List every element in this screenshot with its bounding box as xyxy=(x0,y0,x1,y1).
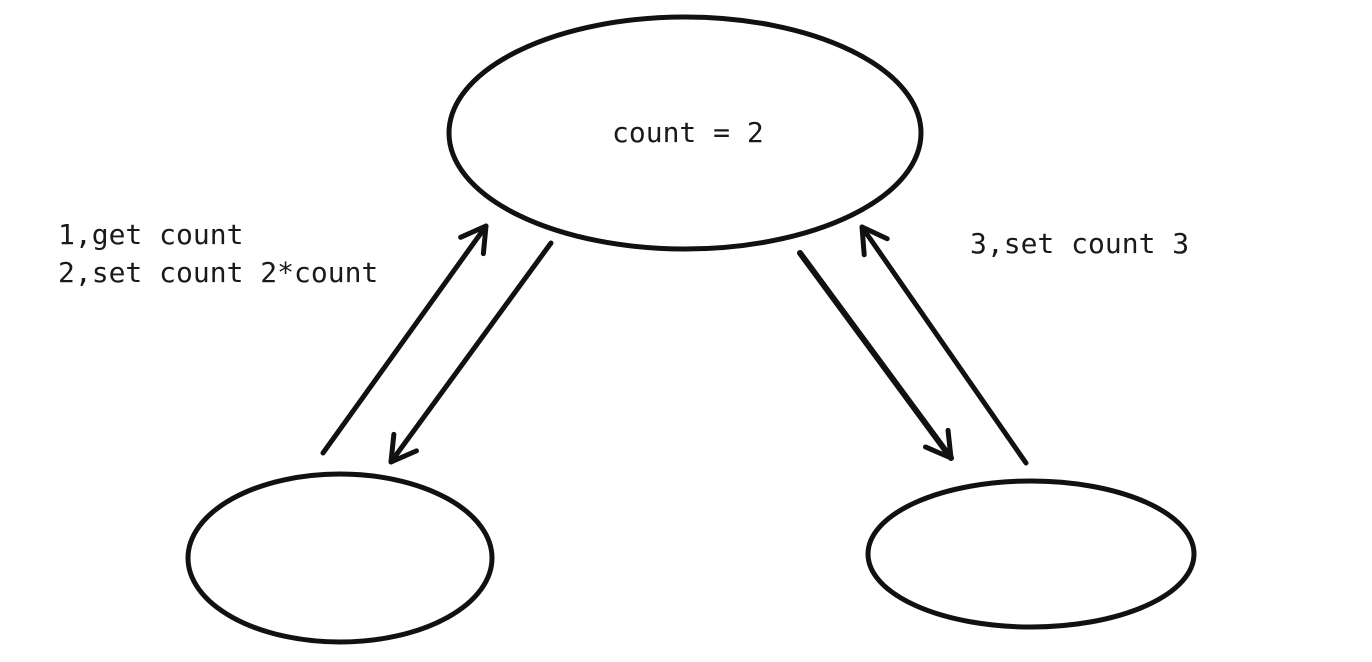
right-node xyxy=(865,478,1197,630)
left-annotation-line-2: 2,set count 2*count xyxy=(58,256,379,289)
center-node xyxy=(446,14,924,252)
right-arrow-up xyxy=(859,224,1029,466)
left-node xyxy=(185,471,495,645)
left-arrow-down xyxy=(388,240,554,465)
left-annotation-line-1: 1,get count xyxy=(58,218,244,251)
right-annotation-line-1: 3,set count 3 xyxy=(970,227,1190,260)
right-arrow-down xyxy=(797,250,954,461)
left-arrow-up xyxy=(320,223,489,456)
center-node-label: count = 2 xyxy=(612,116,764,149)
